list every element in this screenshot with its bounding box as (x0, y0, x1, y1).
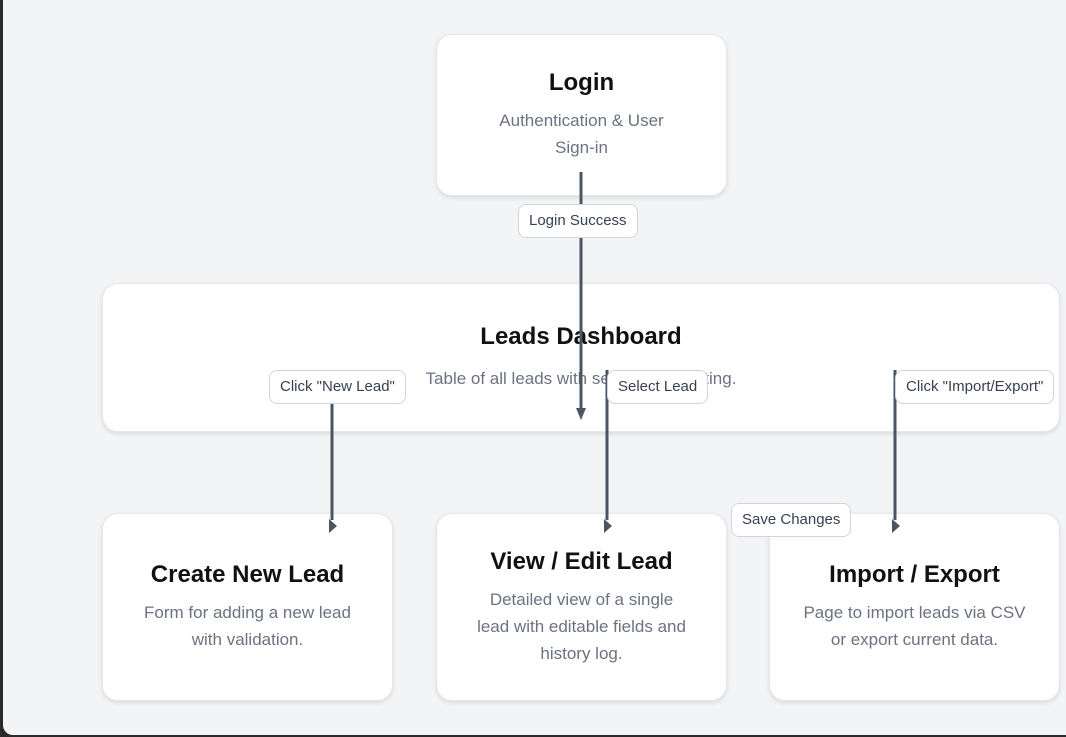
edge-label-save-changes: Save Changes (731, 503, 852, 537)
create-new-lead-description: Form for adding a new lead with validati… (144, 603, 351, 649)
login-node: Login Authentication & User Sign-in (436, 34, 727, 196)
create-new-lead-node: Create New Lead Form for adding a new le… (102, 513, 393, 701)
import-export-title: Import / Export (829, 561, 1000, 588)
view-edit-lead-description: Detailed view of a single lead with edit… (477, 589, 686, 663)
import-export-description: Page to import leads via CSV or export c… (803, 603, 1026, 649)
leads-dashboard-title: Leads Dashboard (480, 323, 682, 350)
create-new-lead-title: Create New Lead (150, 561, 345, 588)
import-export-node: Import / Export Page to import leads via… (769, 513, 1060, 701)
edge-label-select-lead: Select Lead (607, 370, 709, 404)
view-edit-lead-node: View / Edit Lead Detailed view of a sing… (436, 513, 727, 701)
edge-label-login-success: Login Success (518, 204, 638, 238)
edge-label-import-export: Click "Import/Export" (895, 370, 1055, 404)
login-title: Login (548, 69, 615, 96)
view-edit-lead-title: View / Edit Lead (490, 547, 673, 575)
leads-dashboard-node: Leads Dashboard Table of all leads with … (102, 283, 1060, 432)
login-description: Authentication & User Sign-in (499, 111, 664, 157)
edge-label-new-lead: Click "New Lead" (269, 370, 406, 404)
diagram-canvas: Login Authentication & User Sign-in Lead… (3, 0, 1066, 735)
